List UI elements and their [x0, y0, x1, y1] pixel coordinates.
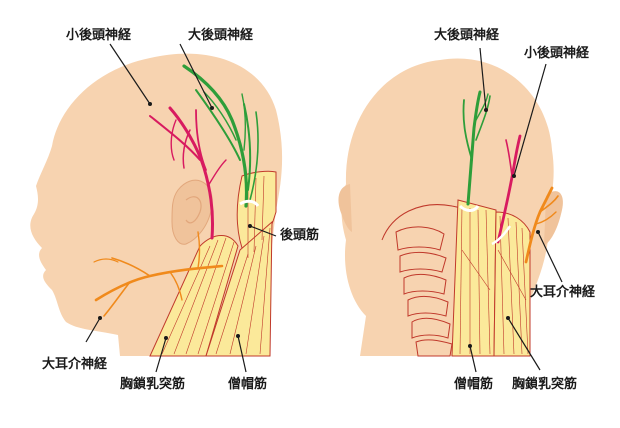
label-left-lesser-occipital-nerve: 小後頭神経 — [66, 29, 131, 42]
label-left-occipital-muscle: 後頭筋 — [280, 229, 319, 242]
label-left-sternocleidomastoid: 胸鎖乳突筋 — [120, 378, 185, 391]
left-side-view — [30, 44, 282, 372]
label-right-great-auricular-nerve: 大耳介神経 — [530, 286, 595, 299]
label-left-great-auricular-nerve: 大耳介神経 — [42, 358, 107, 371]
label-right-greater-occipital-nerve: 大後頭神経 — [434, 29, 499, 42]
label-left-greater-occipital-nerve: 大後頭神経 — [188, 29, 253, 42]
label-left-trapezius: 僧帽筋 — [228, 378, 267, 391]
label-right-sternocleidomastoid: 胸鎖乳突筋 — [512, 378, 577, 391]
right-rear-view — [338, 48, 562, 372]
label-right-lesser-occipital-nerve: 小後頭神経 — [524, 47, 589, 60]
label-right-trapezius: 僧帽筋 — [454, 378, 493, 391]
